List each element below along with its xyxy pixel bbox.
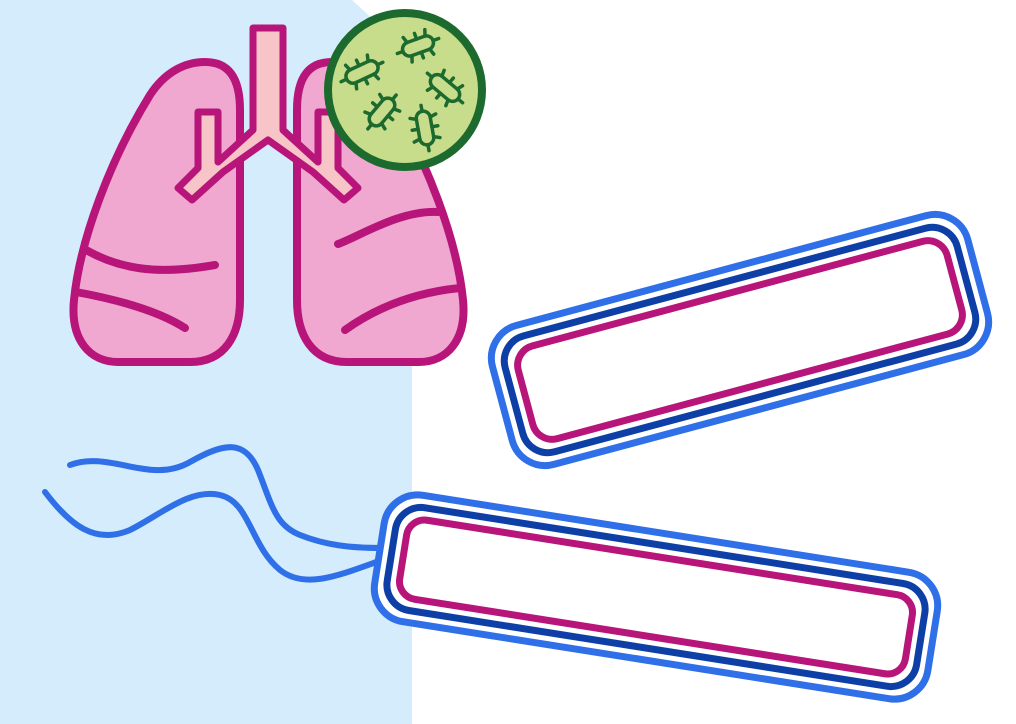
bacteria-circle-icon [328, 13, 482, 167]
bacterium-body-bottom [369, 490, 942, 704]
bacterium-icon [484, 207, 997, 473]
